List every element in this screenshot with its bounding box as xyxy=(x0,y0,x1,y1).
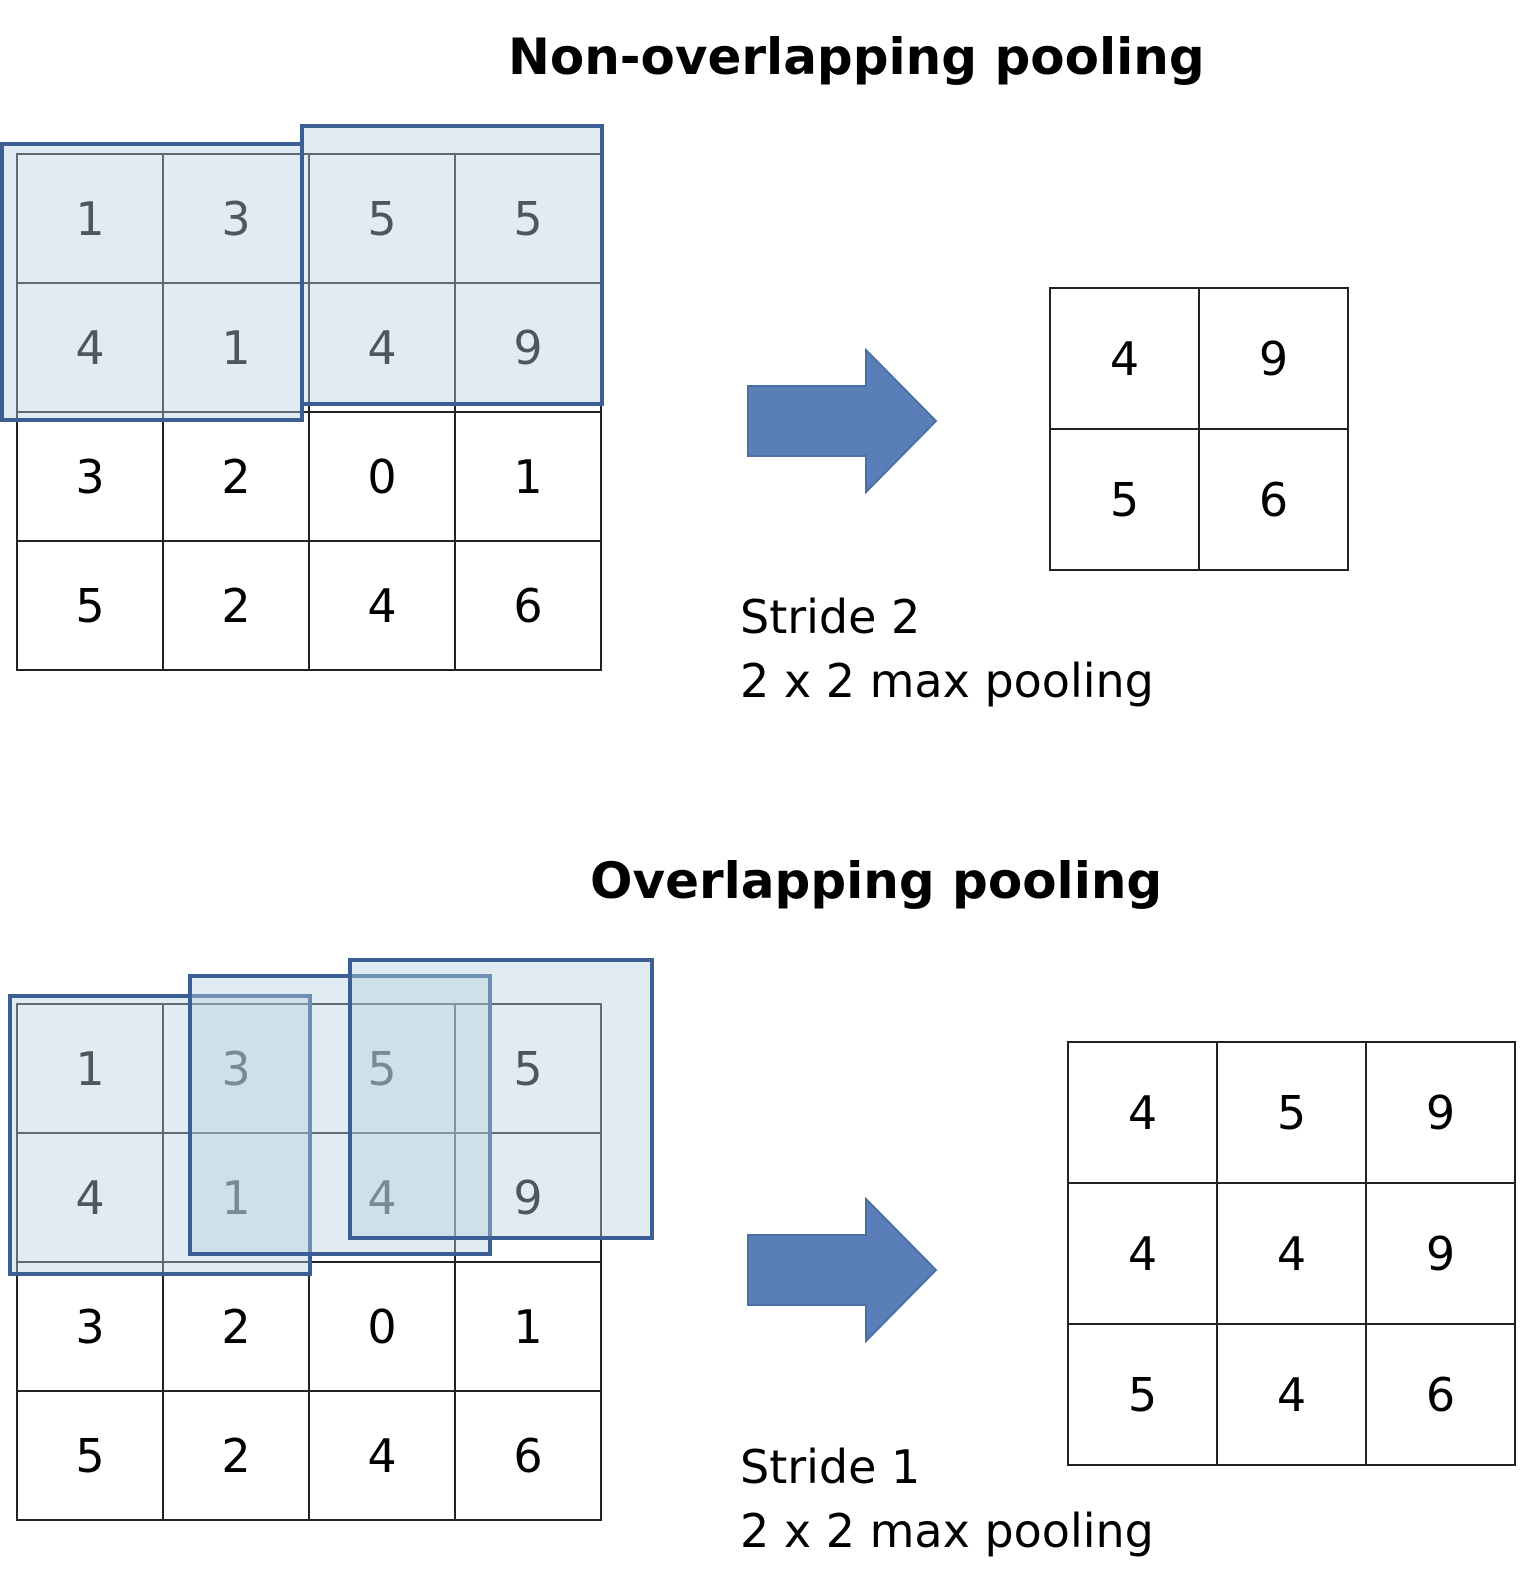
overlapping-title: Overlapping pooling xyxy=(590,852,1163,910)
grid-cell: 9 xyxy=(1198,287,1349,430)
grid-cell: 4 xyxy=(1216,1323,1367,1466)
grid-cell: 9 xyxy=(1365,1182,1516,1325)
grid-cell: 4 xyxy=(308,1390,456,1521)
grid-cell: 9 xyxy=(1365,1041,1516,1184)
pool-window xyxy=(348,958,654,1240)
grid-cell: 5 xyxy=(454,1003,602,1134)
grid-cell: 5 xyxy=(454,153,602,284)
grid-cell: 3 xyxy=(162,1003,310,1134)
grid-cell: 3 xyxy=(16,411,164,542)
grid-cell: 5 xyxy=(16,1390,164,1521)
pool-size-label: 2 x 2 max pooling xyxy=(740,1504,1154,1558)
stride-caption: Stride 2 2 x 2 max pooling xyxy=(740,585,1154,713)
grid-cell: 6 xyxy=(1365,1323,1516,1466)
grid-cell: 5 xyxy=(1216,1041,1367,1184)
stride-caption: Stride 1 2 x 2 max pooling xyxy=(740,1435,1154,1563)
grid-cell: 1 xyxy=(454,411,602,542)
grid-cell: 1 xyxy=(16,1003,164,1134)
grid-cell: 5 xyxy=(1067,1323,1218,1466)
grid-cell: 4 xyxy=(16,1132,164,1263)
grid-cell: 0 xyxy=(308,411,456,542)
grid-cell: 4 xyxy=(308,540,456,671)
grid-cell: 6 xyxy=(1198,428,1349,571)
grid-cell: 4 xyxy=(308,1132,456,1263)
grid-cell: 5 xyxy=(16,540,164,671)
grid-cell: 9 xyxy=(454,282,602,413)
grid-cell: 6 xyxy=(454,1390,602,1521)
grid-cell: 4 xyxy=(1216,1182,1367,1325)
grid-cell: 6 xyxy=(454,540,602,671)
grid-cell: 2 xyxy=(162,1261,310,1392)
grid-cell: 4 xyxy=(308,282,456,413)
right-arrow-icon xyxy=(747,348,938,495)
pool-window xyxy=(8,994,312,1276)
pool-window xyxy=(0,142,304,422)
stride-label: Stride 2 xyxy=(740,590,921,644)
pool-window xyxy=(188,974,492,1256)
grid-cell: 2 xyxy=(162,1390,310,1521)
grid-cell: 4 xyxy=(1049,287,1200,430)
grid-cell: 4 xyxy=(16,282,164,413)
grid-cell: 5 xyxy=(308,153,456,284)
grid-cell: 9 xyxy=(454,1132,602,1263)
non-overlapping-title: Non-overlapping pooling xyxy=(508,28,1205,86)
grid-cell: 4 xyxy=(1067,1182,1218,1325)
grid-cell: 4 xyxy=(1067,1041,1218,1184)
pool-size-label: 2 x 2 max pooling xyxy=(740,654,1154,708)
grid-cell: 3 xyxy=(16,1261,164,1392)
pool-window xyxy=(300,124,604,406)
right-arrow-icon xyxy=(747,1197,938,1344)
grid-cell: 3 xyxy=(162,153,310,284)
grid-cell: 2 xyxy=(162,411,310,542)
grid-cell: 5 xyxy=(1049,428,1200,571)
grid-cell: 1 xyxy=(162,282,310,413)
grid-cell: 2 xyxy=(162,540,310,671)
stride-label: Stride 1 xyxy=(740,1440,921,1494)
grid-cell: 1 xyxy=(454,1261,602,1392)
grid-cell: 5 xyxy=(308,1003,456,1134)
grid-cell: 1 xyxy=(16,153,164,284)
grid-cell: 0 xyxy=(308,1261,456,1392)
